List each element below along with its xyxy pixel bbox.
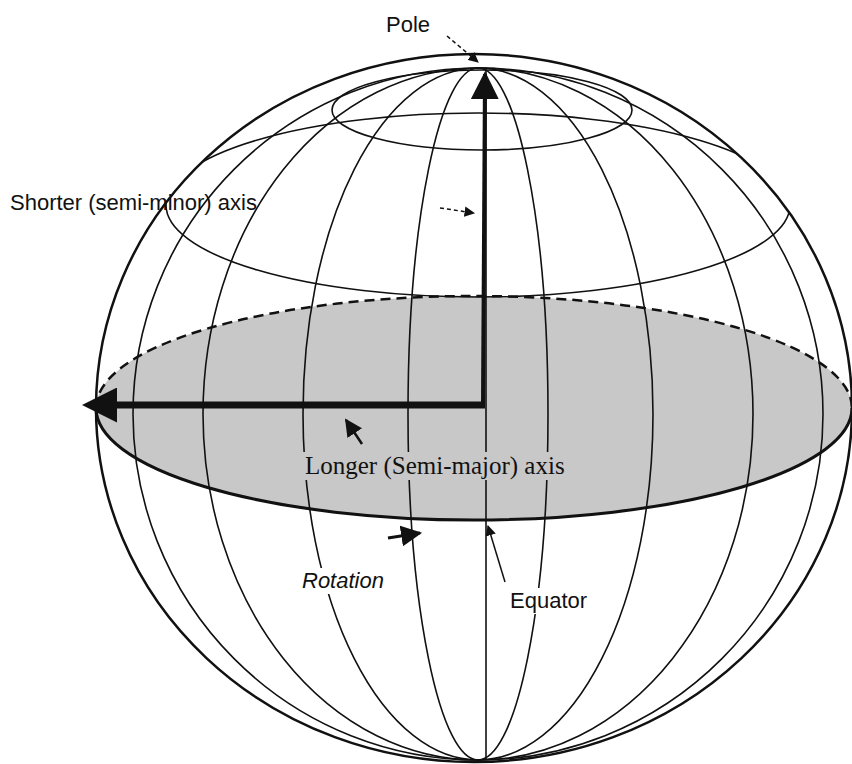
equator-label: Equator (508, 588, 589, 614)
major-axis-leader (346, 420, 362, 444)
semi-minor-axis (483, 74, 485, 405)
semi-major-axis-label: Longer (Semi-major) axis (303, 452, 567, 480)
pole-label: Pole (384, 12, 432, 38)
equator-front (96, 408, 852, 520)
rotation-arrow (388, 533, 420, 538)
semi-major-axis (110, 402, 485, 409)
pole-leader (447, 36, 478, 62)
equator-back (96, 296, 852, 408)
ellipsoid-outline (96, 54, 852, 762)
rotation-label: Rotation (300, 568, 386, 594)
semi-minor-axis-label: Shorter (semi-minor) axis (8, 190, 259, 216)
equator-leader (488, 526, 505, 582)
axis-leader (440, 208, 474, 213)
graticule (133, 68, 823, 760)
